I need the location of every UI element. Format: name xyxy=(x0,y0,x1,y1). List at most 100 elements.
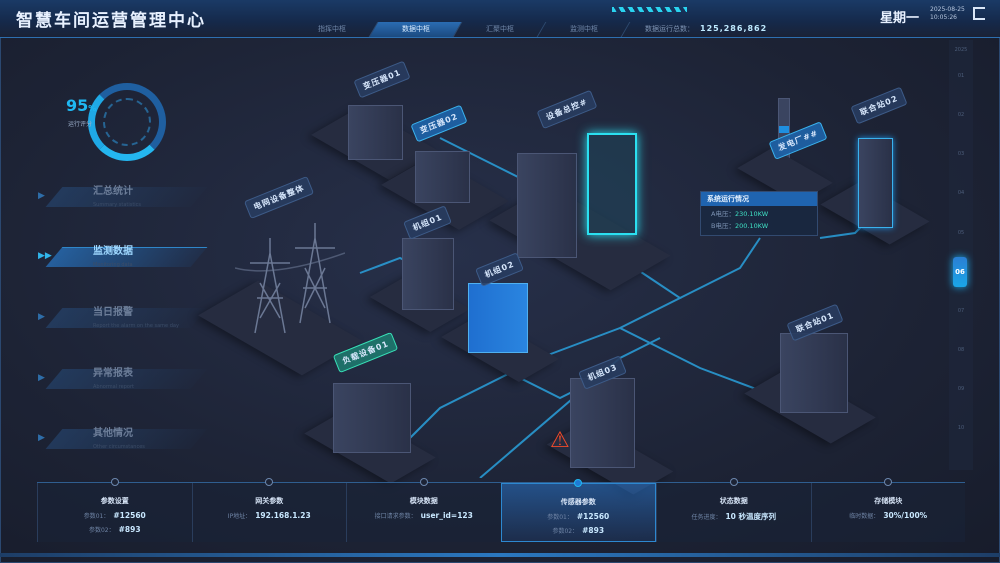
month-item[interactable]: 10 xyxy=(957,425,965,431)
tab-label: 数据中枢 xyxy=(401,25,430,33)
panel-title: 状态数据 xyxy=(719,497,748,505)
score-label: 运行评分 xyxy=(68,121,93,128)
tab-monitoring[interactable]: 监测中枢 xyxy=(537,22,631,37)
chevron-right-icon: ▶ xyxy=(38,433,45,443)
data-total: 数据运行总数：125,286,862 xyxy=(645,24,767,34)
month-item[interactable]: 03 xyxy=(957,151,965,157)
row-label: IP地址： xyxy=(227,513,252,520)
nav-monitoring[interactable]: ▶▶ 监测数据 Monitoring data xyxy=(38,245,208,271)
nav-alarm[interactable]: ▶ 当日报警 Report the alarm on the same day xyxy=(38,306,208,332)
transformer-01[interactable] xyxy=(348,105,403,160)
panel-module-data[interactable]: 模块数据 接口请求参数：user_id=123 xyxy=(346,478,501,542)
month-item[interactable]: 04 xyxy=(957,190,965,196)
node-dot xyxy=(729,478,738,486)
row-label: 参数01： xyxy=(547,514,573,521)
timeline-year: 2025 xyxy=(954,47,968,53)
panel-title: 传感器参数 xyxy=(560,498,596,506)
month-item[interactable]: 02 xyxy=(957,112,965,118)
joint-station-01[interactable] xyxy=(780,333,848,413)
nav-label: 监测数据 xyxy=(93,246,133,257)
panel-title: 参数设置 xyxy=(100,497,129,505)
warning-icon[interactable]: ⚠ xyxy=(550,428,570,453)
month-timeline[interactable]: 2025 01 02 03 04 05 06 07 08 09 10 xyxy=(949,40,973,470)
month-item[interactable]: 08 xyxy=(957,347,965,353)
row-label: 临时数据： xyxy=(849,513,880,520)
unit-02[interactable] xyxy=(468,283,528,353)
footer-decoration xyxy=(0,553,1000,557)
bottom-panel: 参数设置 参数01：#12560 参数02：#893 网关参数 IP地址：192… xyxy=(37,478,966,542)
voltage-b-value: 200.10KW xyxy=(734,222,769,230)
row-value: 30%/100% xyxy=(883,511,928,520)
nav-sub: Report the alarm on the same day xyxy=(93,323,179,329)
nav-sub: Monitoring data xyxy=(93,262,133,268)
panel-row: 临时数据：30%/100% xyxy=(812,511,966,520)
load-device-01[interactable] xyxy=(333,383,411,453)
panel-status-data[interactable]: 状态数据 任务进度：10 秒温度序列 xyxy=(656,478,811,542)
score-gauge xyxy=(88,83,166,161)
chevron-right-icon: ▶ xyxy=(38,373,45,383)
month-item[interactable]: 05 xyxy=(957,230,965,236)
nav-label: 当日报警 xyxy=(93,307,133,318)
control-cabinet[interactable] xyxy=(517,153,577,258)
transformer-02[interactable] xyxy=(415,151,470,203)
node-dot xyxy=(265,478,274,486)
nav-other[interactable]: ▶ 其他情况 Other circumstances xyxy=(38,427,208,453)
decorative-stripes xyxy=(612,7,687,12)
equipment-scene: ⚠ 变压器01 变压器02 设备总控# 发电厂## 联合站02 电网设备整体 机… xyxy=(0,38,1000,495)
month-item-active[interactable]: 06 xyxy=(953,257,967,287)
voltage-a-label: A电压： xyxy=(711,210,735,218)
month-item[interactable]: 01 xyxy=(957,73,965,79)
row-value: user_id=123 xyxy=(420,511,473,520)
panel-row: 参数01：#12560 xyxy=(38,511,192,520)
tab-aggregation[interactable]: 汇聚中枢 xyxy=(453,22,547,37)
nav-sub: Other circumstances xyxy=(93,444,145,450)
unit-03[interactable] xyxy=(570,378,635,468)
panel-row: 参数02：#893 xyxy=(38,525,192,534)
header: 智慧车间运营管理中心 指挥中枢 数据中枢 汇聚中枢 监测中枢 数据运行总数：12… xyxy=(0,0,1000,38)
voltage-b: B电压：200.10KW xyxy=(701,218,817,230)
panel-storage[interactable]: 存储模块 临时数据：30%/100% xyxy=(810,478,966,542)
weekday: 星期一 xyxy=(880,11,920,26)
row-value: 10 秒温度序列 xyxy=(725,512,777,521)
nav-label: 其他情况 xyxy=(93,428,133,439)
tab-data[interactable]: 数据中枢 xyxy=(369,22,463,37)
total-value: 125,286,862 xyxy=(700,24,768,33)
voltage-b-label: B电压： xyxy=(711,222,735,230)
power-tower-icon xyxy=(235,223,345,334)
panel-title: 网关参数 xyxy=(255,497,284,505)
nav-sub: Summary statistics xyxy=(93,202,142,208)
voltage-a: A电压：230.10KW xyxy=(701,206,817,218)
row-label: 参数02： xyxy=(552,528,579,535)
chevron-right-icon: ▶▶ xyxy=(38,251,52,261)
node-dot xyxy=(574,479,583,487)
tab-label: 监测中枢 xyxy=(569,25,598,33)
month-item[interactable]: 07 xyxy=(957,308,965,314)
tab-command[interactable]: 指挥中枢 xyxy=(285,22,379,37)
panel-row: 任务进度：10 秒温度序列 xyxy=(657,511,811,522)
control-cabinet-highlight[interactable] xyxy=(587,133,637,235)
row-value: 192.168.1.23 xyxy=(255,511,311,520)
voltage-a-value: 230.10KW xyxy=(734,210,769,218)
panel-row: IP地址：192.168.1.23 xyxy=(193,511,347,520)
tab-label: 汇聚中枢 xyxy=(485,25,514,33)
joint-station-02[interactable] xyxy=(858,138,893,228)
system-status-popup: 系统运行情况 A电压：230.10KW B电压：200.10KW xyxy=(700,191,818,236)
row-label: 参数01： xyxy=(83,513,110,520)
panel-gateway[interactable]: 网关参数 IP地址：192.168.1.23 xyxy=(191,478,347,542)
node-dot xyxy=(884,478,893,486)
score-unit: % xyxy=(88,104,97,113)
unit-01[interactable] xyxy=(402,238,454,310)
month-item[interactable]: 09 xyxy=(957,386,965,392)
panel-sensor-params[interactable]: 传感器参数 参数01：#12560 参数02：#893 xyxy=(500,479,656,542)
row-value: #893 xyxy=(582,526,605,535)
panel-param-settings[interactable]: 参数设置 参数01：#12560 参数02：#893 xyxy=(37,478,192,542)
chevron-right-icon: ▶ xyxy=(38,312,45,322)
exit-icon[interactable] xyxy=(973,7,985,20)
time: 10:05:26 xyxy=(930,14,957,21)
page-title: 智慧车间运营管理中心 xyxy=(16,11,206,31)
chevron-right-icon: ▶ xyxy=(38,191,45,201)
row-value: #12560 xyxy=(113,511,146,520)
